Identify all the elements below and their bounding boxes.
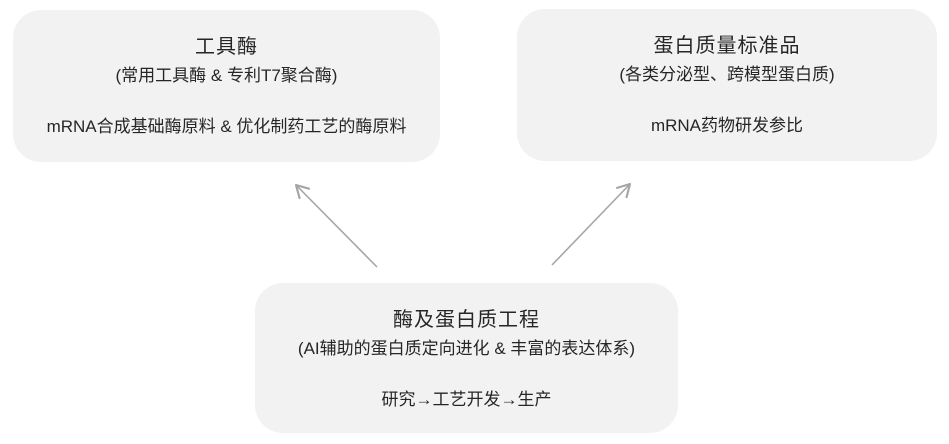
protein-engineering-title: 酶及蛋白质工程 bbox=[393, 309, 540, 331]
protein-standards-box: 蛋白质量标准品 (各类分泌型、跨模型蛋白质) mRNA药物研发参比 bbox=[517, 9, 937, 161]
arrow-up-left-icon bbox=[294, 183, 378, 268]
protein-engineering-body: 研究→工艺开发→生产 bbox=[381, 390, 552, 409]
protein-standards-subtitle: (各类分泌型、跨模型蛋白质) bbox=[619, 65, 835, 84]
tool-enzymes-body: mRNA合成基础酶原料 & 优化制药工艺的酶原料 bbox=[46, 117, 407, 136]
arrow-up-right-icon bbox=[551, 182, 632, 266]
tool-enzymes-title: 工具酶 bbox=[195, 36, 258, 58]
protein-standards-body: mRNA药物研发参比 bbox=[650, 116, 804, 135]
protein-engineering-subtitle: (AI辅助的蛋白质定向进化 & 丰富的表达体系) bbox=[297, 339, 636, 358]
tool-enzymes-box: 工具酶 (常用工具酶 & 专利T7聚合酶) mRNA合成基础酶原料 & 优化制药… bbox=[13, 10, 440, 162]
tool-enzymes-subtitle: (常用工具酶 & 专利T7聚合酶) bbox=[115, 66, 338, 85]
protein-standards-title: 蛋白质量标准品 bbox=[653, 35, 801, 57]
protein-engineering-box: 酶及蛋白质工程 (AI辅助的蛋白质定向进化 & 丰富的表达体系) 研究→工艺开发… bbox=[255, 283, 678, 433]
